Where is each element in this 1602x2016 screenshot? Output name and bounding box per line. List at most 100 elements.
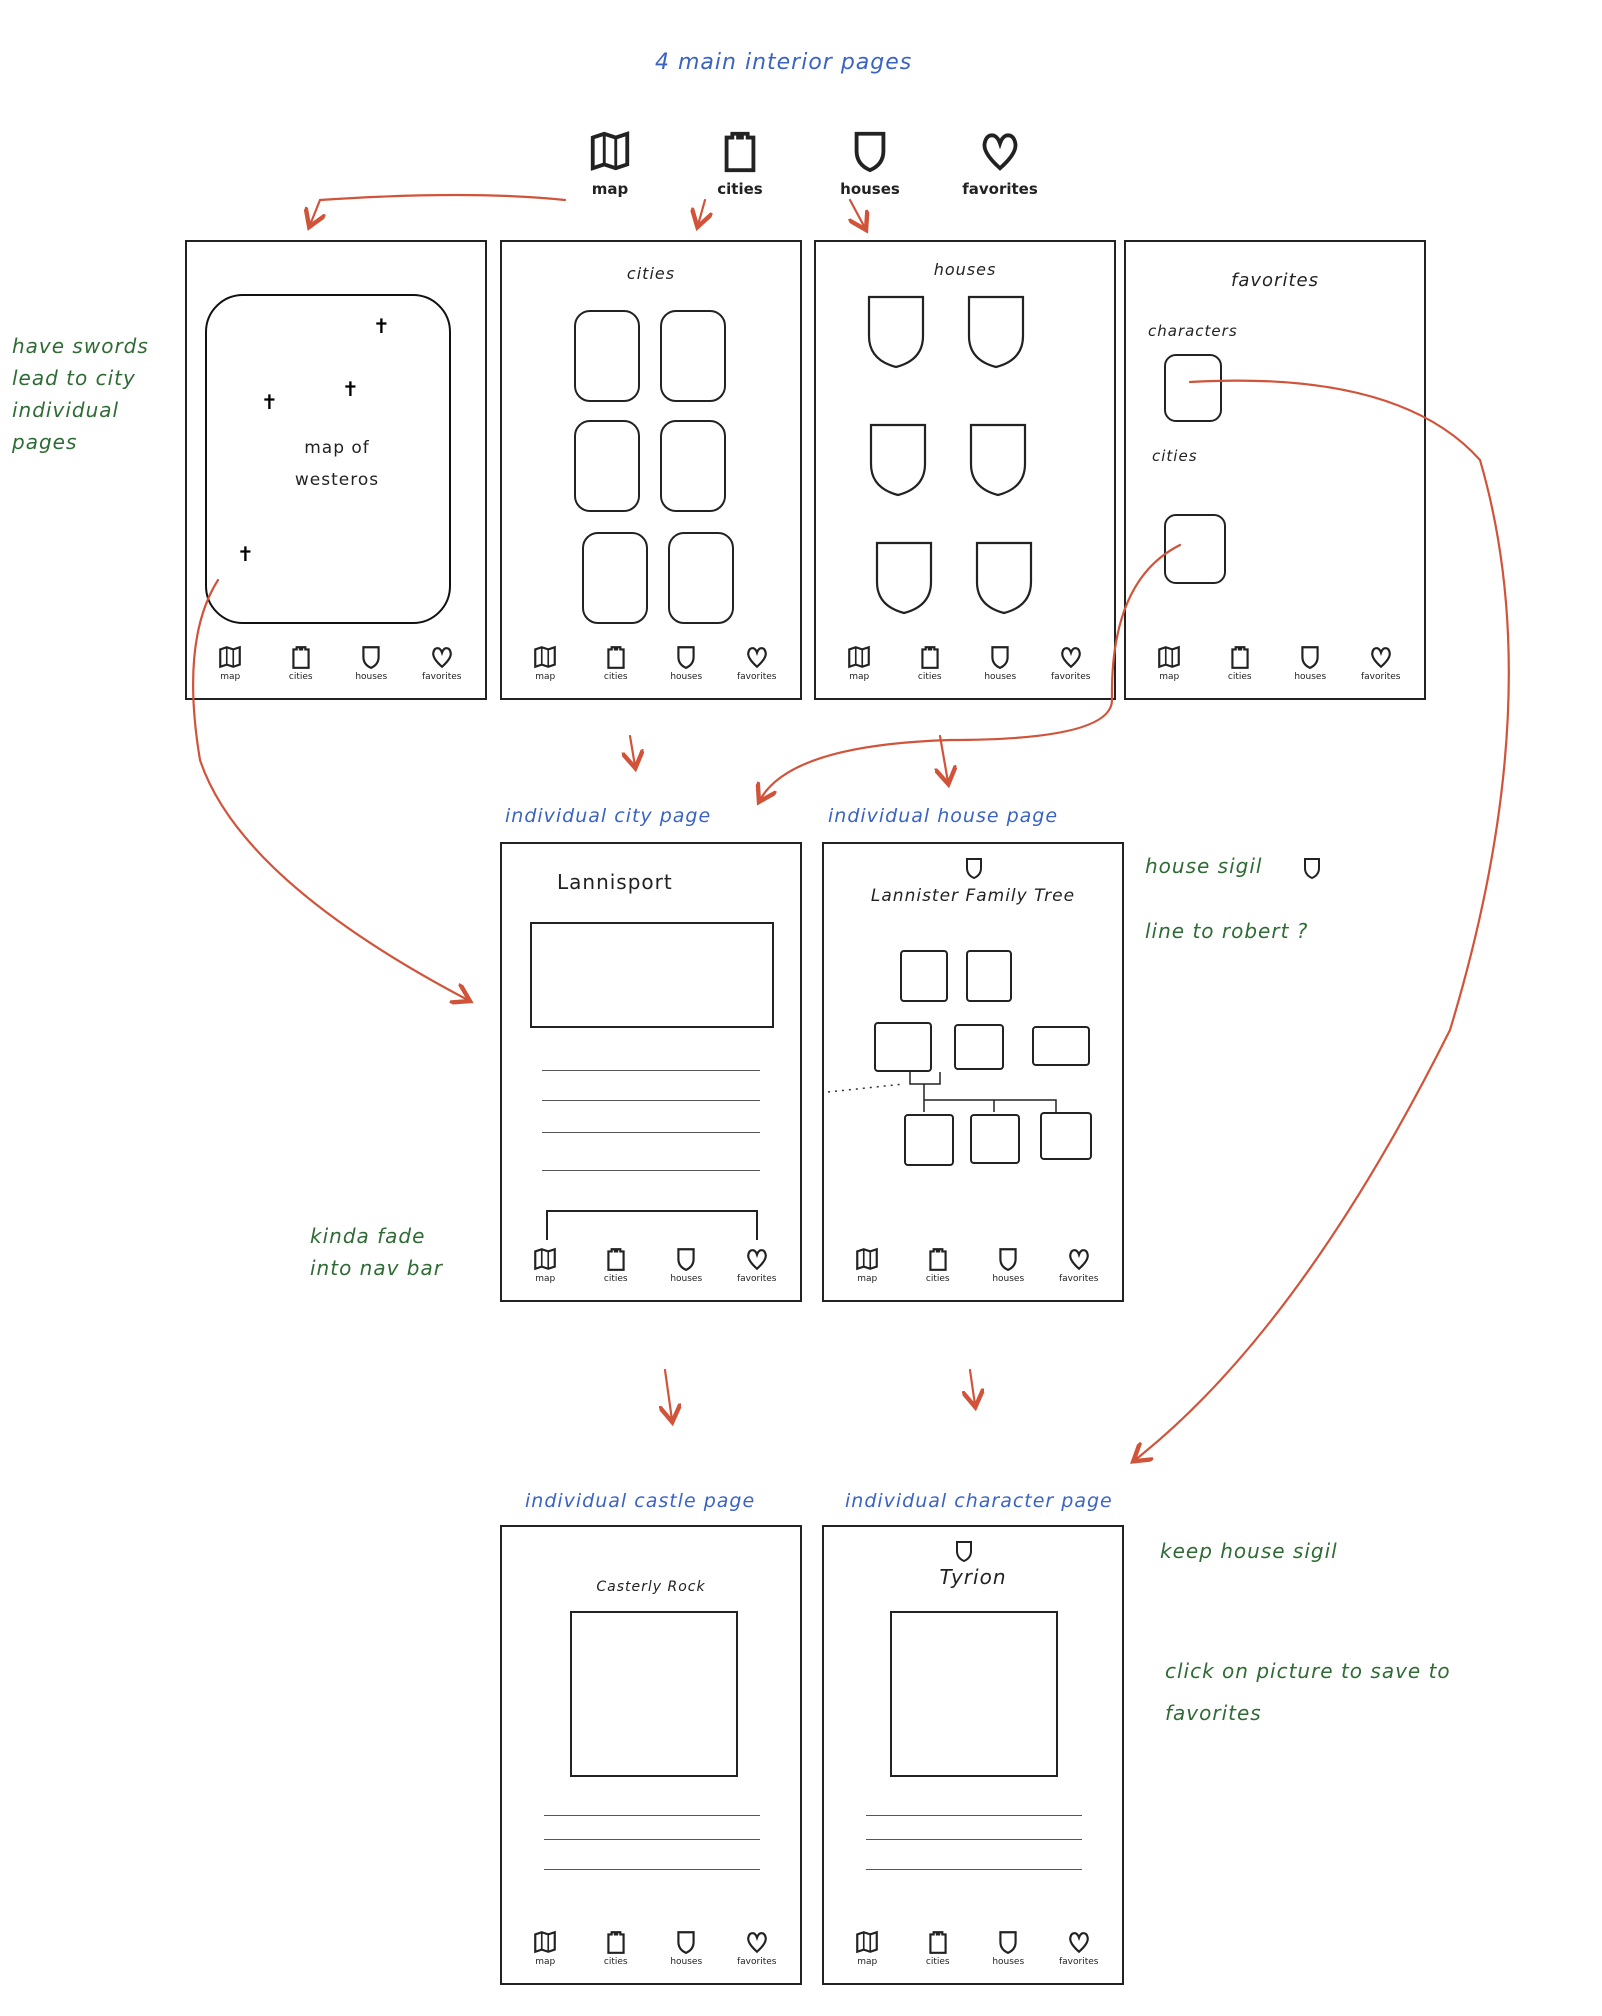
castle-icon xyxy=(607,1931,625,1954)
arrow-map xyxy=(310,193,567,225)
nav-cities[interactable]: cities xyxy=(1205,644,1275,690)
nav-cities[interactable]: cities xyxy=(581,644,651,690)
city-tile[interactable] xyxy=(574,420,640,512)
nav-cities[interactable]: cities xyxy=(895,644,965,690)
heart-icon xyxy=(1068,1249,1089,1270)
nav-cities[interactable]: cities xyxy=(266,644,336,690)
nav-favorites[interactable]: favorites xyxy=(1044,1929,1114,1975)
text-line xyxy=(544,1869,760,1870)
map-icon xyxy=(590,131,630,171)
house-sigil-tile[interactable] xyxy=(966,294,1026,370)
sword-marker[interactable]: ✝ xyxy=(237,542,254,566)
nav-map[interactable]: map xyxy=(510,644,580,690)
city-tile[interactable] xyxy=(574,310,640,402)
sword-marker[interactable]: ✝ xyxy=(342,377,359,401)
nav-houses[interactable]: houses xyxy=(336,644,406,690)
city-tile[interactable] xyxy=(582,532,648,624)
nav-cities[interactable]: cities xyxy=(581,1246,651,1292)
castle-title: Casterly Rock xyxy=(596,1579,706,1595)
nav-favorites[interactable]: favorites xyxy=(722,1246,792,1292)
nav-cities[interactable]: cities xyxy=(581,1929,651,1975)
character-title: Tyrion xyxy=(939,1565,1007,1589)
nav-map[interactable]: map xyxy=(1134,644,1204,690)
map-icon xyxy=(534,1931,557,1953)
nav-favorites[interactable]: favorites xyxy=(407,644,477,690)
favorite-city-tile[interactable] xyxy=(1164,514,1226,584)
nav-favorites[interactable]: favorites xyxy=(1044,1246,1114,1292)
house-sigil-tile[interactable] xyxy=(868,422,928,498)
note-fade: kinda fade into nav bar xyxy=(310,1224,443,1280)
section-label-character: individual character page xyxy=(845,1490,1113,1512)
nav-houses[interactable]: houses xyxy=(651,644,721,690)
nav-houses[interactable]: houses xyxy=(973,1929,1043,1975)
text-line xyxy=(544,1815,760,1816)
nav-houses[interactable]: houses xyxy=(651,1929,721,1975)
tree-node[interactable] xyxy=(954,1024,1004,1070)
screen-title: cities xyxy=(626,264,676,283)
bottom-nav: map cities houses favorites xyxy=(510,1246,792,1292)
heart-icon xyxy=(1060,647,1081,668)
houses-screen: houses map cities houses favorites xyxy=(814,240,1116,700)
nav-cities[interactable]: cities xyxy=(903,1929,973,1975)
favorite-character-tile[interactable] xyxy=(1164,354,1222,422)
nav-favorites[interactable]: favorites xyxy=(1036,644,1106,690)
sword-marker[interactable]: ✝ xyxy=(373,314,390,338)
tree-node[interactable] xyxy=(1032,1026,1090,1066)
heart-icon xyxy=(746,1249,767,1270)
tree-node[interactable] xyxy=(1040,1112,1092,1160)
city-tile[interactable] xyxy=(660,310,726,402)
heart-icon xyxy=(1370,647,1391,668)
heart-icon xyxy=(982,133,1018,171)
tree-node[interactable] xyxy=(970,1114,1020,1164)
nav-favorites[interactable]: favorites xyxy=(722,1929,792,1975)
favorites-screen: favorites characters cities map cities h… xyxy=(1124,240,1426,700)
tree-node[interactable] xyxy=(874,1022,932,1072)
nav-map[interactable]: map xyxy=(824,644,894,690)
tree-connectors xyxy=(827,1072,1057,1112)
map-icon xyxy=(856,1248,879,1270)
heart-icon xyxy=(746,1932,767,1953)
text-line xyxy=(544,1839,760,1840)
map-label: map of westeros xyxy=(294,438,380,491)
note-click-picture: click on picture to save to favorites xyxy=(1165,1659,1451,1725)
house-sigil-tile[interactable] xyxy=(968,422,1028,498)
nav-map[interactable]: map xyxy=(510,1929,580,1975)
nav-houses[interactable]: houses xyxy=(965,644,1035,690)
nav-houses[interactable]: houses xyxy=(1275,644,1345,690)
house-sigil-tile[interactable] xyxy=(974,540,1034,616)
shield-icon xyxy=(1301,646,1319,669)
house-sigil-tile[interactable] xyxy=(866,294,926,370)
map-icon xyxy=(534,646,557,668)
city-image[interactable] xyxy=(530,922,774,1028)
nav-favorites[interactable]: favorites xyxy=(722,644,792,690)
tree-node[interactable] xyxy=(900,950,948,1002)
nav-cities[interactable]: cities xyxy=(903,1246,973,1292)
shield-icon xyxy=(991,646,1009,669)
page-title: 4 main interior pages xyxy=(655,50,913,75)
city-tile[interactable] xyxy=(668,532,734,624)
castle-image[interactable] xyxy=(570,1611,738,1777)
nav-map[interactable]: map xyxy=(832,1246,902,1292)
nav-houses[interactable]: houses xyxy=(973,1246,1043,1292)
note-swords: have swords lead to city individual page… xyxy=(12,334,149,454)
shield-icon xyxy=(956,1541,972,1562)
note-line-robert: line to robert ? xyxy=(1145,919,1309,943)
house-page-screen: Lannister Family Tree map cities houses … xyxy=(822,842,1124,1302)
nav-map[interactable]: map xyxy=(510,1246,580,1292)
characters-label: characters xyxy=(1148,322,1238,340)
nav-houses[interactable]: houses xyxy=(651,1246,721,1292)
arrow-cities-down xyxy=(630,734,635,766)
sword-marker[interactable]: ✝ xyxy=(261,390,278,414)
nav-favorites[interactable]: favorites xyxy=(1346,644,1416,690)
map-icon xyxy=(534,1248,557,1270)
city-tile[interactable] xyxy=(660,420,726,512)
house-sigil-tile[interactable] xyxy=(874,540,934,616)
character-picture[interactable] xyxy=(890,1611,1058,1777)
nav-map[interactable]: map xyxy=(832,1929,902,1975)
arrow-house-to-character xyxy=(970,1368,975,1405)
tree-node[interactable] xyxy=(904,1114,954,1166)
nav-map[interactable]: map xyxy=(195,644,265,690)
house-title: Lannister Family Tree xyxy=(870,886,1076,906)
castle-icon xyxy=(929,1931,947,1954)
tree-node[interactable] xyxy=(966,950,1012,1002)
